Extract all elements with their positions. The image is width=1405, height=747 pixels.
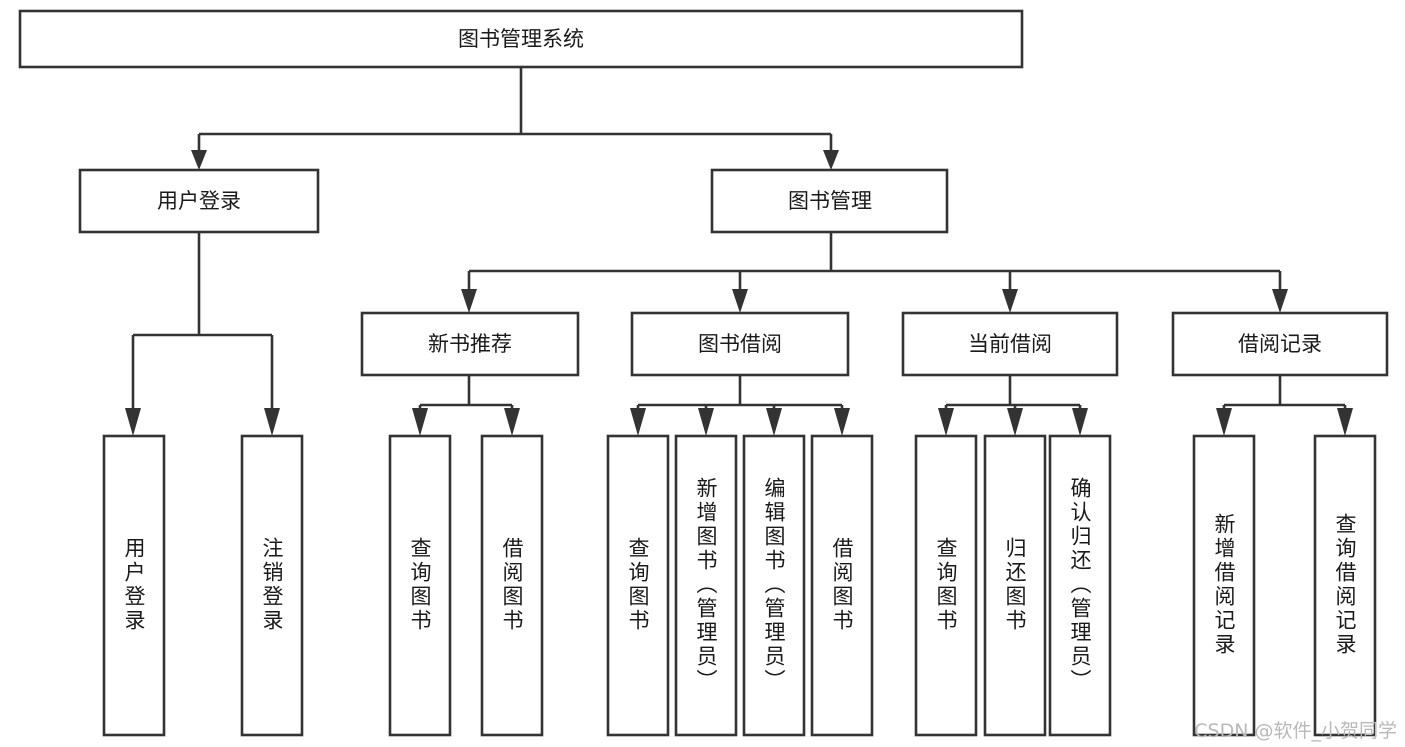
leaf-book-borrow-3-box <box>742 434 806 737</box>
leaf-current-borrow-2-box <box>983 434 1047 737</box>
node-current-borrow[interactable]: 当前借阅 <box>901 311 1119 377</box>
leaf-new-book-1-box <box>388 434 452 737</box>
leaf-new-book-1[interactable]: 查询图书 <box>388 434 452 737</box>
arrow-borrow-leaf-1 <box>630 408 646 436</box>
leaf-current-borrow-1[interactable]: 查询图书 <box>914 434 978 737</box>
node-root-system[interactable]: 图书管理系统 <box>18 9 1024 69</box>
arrow-current-leaf-1 <box>938 408 954 436</box>
leaf-current-borrow-1-label: 查询图书 <box>934 537 958 633</box>
node-borrow-record-box <box>1171 311 1389 377</box>
arrow-current-leaf-2 <box>1007 408 1023 436</box>
leaf-user-login-2-box <box>240 434 304 737</box>
node-user-login-box <box>78 168 320 234</box>
leaf-new-book-1-label: 查询图书 <box>408 537 432 633</box>
node-borrow-record[interactable]: 借阅记录 <box>1171 311 1389 377</box>
leaf-new-book-2[interactable]: 借阅图书 <box>480 434 544 737</box>
leaf-user-login-2[interactable]: 注销登录 <box>240 434 304 737</box>
arrow-borrow-leaf-4 <box>834 408 850 436</box>
leaf-current-borrow-1-box <box>914 434 978 737</box>
node-current-borrow-box <box>901 311 1119 377</box>
leaf-user-login-1-box <box>102 434 166 737</box>
leaf-book-borrow-4-box <box>810 434 874 737</box>
node-book-management-box <box>710 168 949 234</box>
leaf-book-borrow-3[interactable]: 编辑图书（管理员） <box>742 434 806 737</box>
arrow-user-leaf-2 <box>264 408 280 436</box>
node-book-borrow-box <box>630 311 850 377</box>
leaf-borrow-record-1-label: 新增借阅记录 <box>1212 513 1236 657</box>
leaf-book-borrow-4[interactable]: 借阅图书 <box>810 434 874 737</box>
leaf-current-borrow-3-label: 确认归还（管理员） <box>1068 477 1092 693</box>
node-root-label: 图书管理系统 <box>458 27 584 51</box>
leaf-user-login-1-label: 用户登录 <box>122 537 146 633</box>
node-new-book-recommend-label: 新书推荐 <box>428 332 512 356</box>
leaf-borrow-record-1[interactable]: 新增借阅记录 <box>1192 434 1256 737</box>
node-current-borrow-label: 当前借阅 <box>968 332 1052 356</box>
leaf-borrow-record-2-box <box>1313 434 1377 737</box>
leaf-user-login-1[interactable]: 用户登录 <box>102 434 166 737</box>
leaf-book-borrow-1-box <box>606 434 670 737</box>
arrow-newbook-leaf-2 <box>504 408 520 436</box>
arrow-to-current-borrow <box>1002 289 1018 313</box>
arrow-to-book-borrow <box>732 289 748 313</box>
leaf-book-borrow-2-label: 新增图书（管理员） <box>694 477 718 693</box>
leaf-book-borrow-2-box <box>674 434 738 737</box>
leaf-new-book-2-box <box>480 434 544 737</box>
node-book-management[interactable]: 图书管理 <box>710 168 949 234</box>
node-book-borrow[interactable]: 图书借阅 <box>630 311 850 377</box>
leaf-current-borrow-3[interactable]: 确认归还（管理员） <box>1048 434 1112 737</box>
arrow-user-leaf-1 <box>125 408 141 436</box>
leaf-borrow-record-1-box <box>1192 434 1256 737</box>
leaf-current-borrow-2-label: 归还图书 <box>1003 537 1027 633</box>
node-borrow-record-label: 借阅记录 <box>1238 332 1322 356</box>
arrow-record-leaf-1 <box>1216 408 1232 436</box>
leaf-current-borrow-2[interactable]: 归还图书 <box>983 434 1047 737</box>
arrow-newbook-leaf-1 <box>412 408 428 436</box>
arrow-to-new-book <box>461 289 477 313</box>
node-root-box <box>18 9 1024 69</box>
node-book-borrow-label: 图书借阅 <box>698 332 782 356</box>
arrow-current-leaf-3 <box>1072 408 1088 436</box>
arrow-record-leaf-2 <box>1337 408 1353 436</box>
leaf-book-borrow-4-label: 借阅图书 <box>830 537 854 633</box>
node-new-book-recommend-box <box>360 311 580 377</box>
leaf-borrow-record-2[interactable]: 查询借阅记录 <box>1313 434 1377 737</box>
leaf-borrow-record-2-label: 查询借阅记录 <box>1333 513 1357 657</box>
node-book-management-label: 图书管理 <box>788 189 872 213</box>
node-user-login-label: 用户登录 <box>157 189 241 213</box>
leaf-book-borrow-1[interactable]: 查询图书 <box>606 434 670 737</box>
arrow-to-user-login <box>191 150 207 170</box>
leaf-book-borrow-3-label: 编辑图书（管理员） <box>762 477 786 693</box>
leaf-book-borrow-2[interactable]: 新增图书（管理员） <box>674 434 738 737</box>
leaf-current-borrow-3-box <box>1048 434 1112 737</box>
leaf-book-borrow-1-label: 查询图书 <box>626 537 650 633</box>
leaf-user-login-2-label: 注销登录 <box>260 537 284 633</box>
arrow-to-borrow-record <box>1272 289 1288 313</box>
arrow-to-book-manage <box>823 150 839 170</box>
leaf-new-book-2-label: 借阅图书 <box>500 537 524 633</box>
node-new-book-recommend[interactable]: 新书推荐 <box>360 311 580 377</box>
arrow-borrow-leaf-3 <box>766 408 782 436</box>
node-user-login[interactable]: 用户登录 <box>78 168 320 234</box>
connectors <box>125 67 1353 436</box>
arrow-borrow-leaf-2 <box>698 408 714 436</box>
